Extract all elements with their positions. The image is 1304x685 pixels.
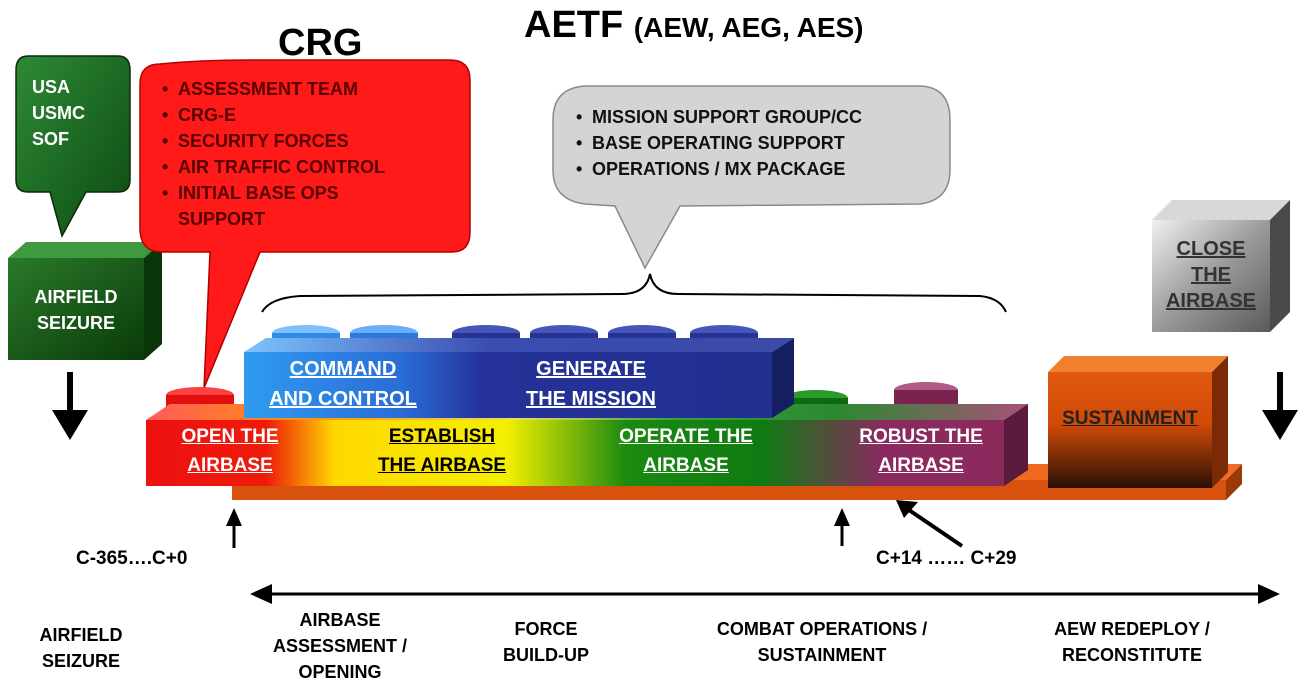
close-airbase-label: CLOSE THE AIRBASE (1152, 236, 1270, 314)
airfield-block-line: SEIZURE (36, 313, 115, 333)
airfield-block-side (144, 242, 162, 360)
phase-line: SEIZURE (41, 651, 120, 671)
timeline-right-head (1258, 584, 1280, 604)
curly-brace (261, 273, 1007, 313)
gray-bubble-item: BASE OPERATING SUPPORT (574, 130, 944, 156)
marker-c29-head (896, 500, 918, 518)
red-bubble-item: CRG-E (160, 102, 460, 128)
phase-seizure: AIRFIELD SEIZURE (6, 622, 156, 674)
marker-c14-head (834, 508, 850, 526)
stud-purple (894, 390, 958, 404)
phase-line: AEW REDEPLOY / (1054, 619, 1210, 639)
red-bubble-list: ASSESSMENT TEAM CRG-E SECURITY FORCES AI… (160, 76, 460, 232)
sustainment-label: SUSTAINMENT (1062, 408, 1198, 429)
upper-block-top (244, 338, 794, 352)
operate-airbase-label: OPERATE THE AIRBASE (596, 422, 776, 480)
close-airbase-line: CLOSE (1176, 238, 1246, 260)
green-bubble-line: SOF (32, 129, 70, 149)
phase-line: OPENING (298, 662, 382, 682)
command-control-label: COMMAND AND CONTROL (258, 354, 428, 414)
establish-airbase-line: THE AIRBASE (377, 455, 507, 476)
arrow-left-head (52, 410, 88, 440)
airfield-block-top (8, 242, 162, 258)
upper-block-front (244, 352, 772, 418)
sustainment-top (1048, 356, 1228, 372)
generate-mission-line: THE MISSION (525, 388, 656, 410)
red-bubble-item: SECURITY FORCES (160, 128, 460, 154)
phase-line: RECONSTITUTE (1061, 645, 1202, 665)
phase-line: SUSTAINMENT (757, 645, 887, 665)
aetf-title-main: AETF (524, 4, 624, 46)
command-control-line: AND CONTROL (269, 388, 417, 410)
robust-airbase-line: AIRBASE (878, 455, 964, 476)
phase-line: COMBAT OPERATIONS / (716, 619, 928, 639)
airfield-block-line: AIRFIELD (34, 287, 118, 307)
red-bubble-item: AIR TRAFFIC CONTROL (160, 154, 460, 180)
lower-block-front (146, 420, 1004, 486)
establish-airbase-line: ESTABLISH (388, 426, 496, 447)
open-airbase-line: AIRBASE (187, 455, 273, 476)
open-airbase-label: OPEN THE AIRBASE (160, 422, 300, 480)
red-bubble-item: INITIAL BASE OPS SUPPORT (160, 180, 398, 232)
phase-redeploy: AEW REDEPLOY / RECONSTITUTE (1012, 616, 1252, 668)
arrow-right-head (1262, 410, 1298, 440)
phase-line: BUILD-UP (503, 645, 589, 665)
close-block-front (1152, 220, 1270, 332)
green-bubble-text: USA USMC SOF (32, 74, 85, 152)
green-bubble-shape (15, 55, 131, 238)
lower-block-side (1004, 404, 1028, 486)
close-block-side (1270, 200, 1290, 332)
airfield-block-front (8, 258, 144, 360)
operate-airbase-line: AIRBASE (643, 455, 729, 476)
phase-buildup: FORCE BUILD-UP (466, 616, 626, 668)
generate-mission-line: GENERATE (536, 358, 646, 380)
establish-airbase-label: ESTABLISH THE AIRBASE (352, 422, 532, 480)
gray-bubble-list: MISSION SUPPORT GROUP/CC BASE OPERATING … (574, 104, 944, 182)
close-airbase-line: THE (1191, 264, 1231, 286)
open-airbase-line: OPEN THE (181, 426, 279, 447)
green-bubble-line: USA (32, 77, 71, 97)
aetf-title-sub: (AEW, AEG, AES) (633, 12, 864, 43)
close-airbase-line: AIRBASE (1165, 290, 1256, 312)
robust-airbase-line: ROBUST THE (859, 426, 983, 447)
c-minus-label: C-365….C+0 (76, 548, 188, 569)
generate-mission-label: GENERATE THE MISSION (496, 354, 686, 414)
aetf-title: AETF (AEW, AEG, AES) (524, 4, 864, 47)
phase-combat: COMBAT OPERATIONS / SUSTAINMENT (672, 616, 972, 668)
red-bubble-item: ASSESSMENT TEAM (160, 76, 460, 102)
close-block-top (1152, 200, 1290, 220)
base-plate-side (1226, 464, 1242, 500)
operate-airbase-line: OPERATE THE (619, 426, 753, 447)
phase-line: FORCE (514, 619, 578, 639)
phase-line: AIRBASE (299, 610, 381, 630)
phase-line: AIRFIELD (39, 625, 123, 645)
marker-c29-shaft (904, 506, 964, 548)
sustainment-side (1212, 356, 1228, 488)
marker-c0-head (226, 508, 242, 526)
gray-bubble-item: OPERATIONS / MX PACKAGE (574, 156, 944, 182)
crg-title: CRG (278, 22, 363, 64)
gray-bubble-item: MISSION SUPPORT GROUP/CC (574, 104, 944, 130)
airfield-block-label: AIRFIELD SEIZURE (8, 284, 144, 336)
upper-block-side (772, 338, 794, 418)
phase-assessment: AIRBASE ASSESSMENT / OPENING (240, 607, 440, 685)
c-plus-label: C+14 …… C+29 (876, 548, 1017, 569)
green-bubble-line: USMC (32, 103, 85, 123)
sustainment-front (1048, 372, 1212, 488)
command-control-line: COMMAND (289, 358, 397, 380)
phase-line: ASSESSMENT / (272, 636, 408, 656)
timeline-left-head (250, 584, 272, 604)
robust-airbase-label: ROBUST THE AIRBASE (846, 422, 996, 480)
